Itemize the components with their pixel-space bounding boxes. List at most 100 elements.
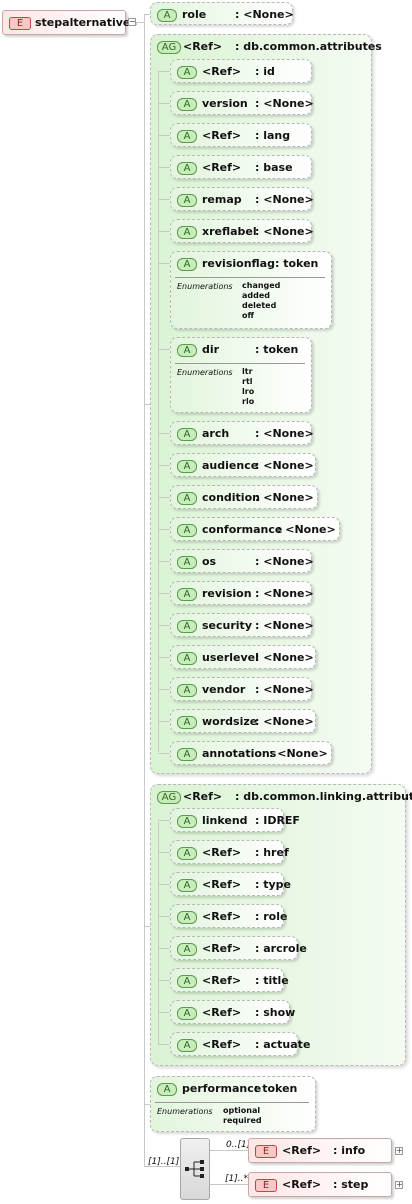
connector [158,167,170,168]
attribute-name: wordsize [202,715,258,728]
sequence-cardinality: [1]..[1] [148,1157,180,1167]
connector [210,1184,248,1185]
attribute-type: : <None> [255,715,314,728]
connector [144,14,154,15]
element-name: <Ref> [282,1178,322,1191]
element-icon: E [255,1179,277,1192]
element-icon: E [9,17,31,30]
attribute-type: : IDREF [255,814,300,827]
attribute-name: <Ref> [202,974,242,987]
attribute-icon: A [177,847,197,860]
attribute-role[interactable]: A role : <None> [150,2,294,25]
attribute-item[interactable]: A<Ref>: type [170,872,291,896]
attribute-type: : <None> [255,193,314,206]
divider [175,277,325,278]
element-step[interactable]: E <Ref> : step [248,1172,392,1197]
child-cardinality: [1]..* [225,1174,248,1184]
attribute-icon: A [177,226,197,239]
group-connector [158,822,159,1044]
root-element[interactable]: E stepalternatives [2,10,137,35]
attribute-type: : actuate [255,1038,311,1051]
connector [158,657,170,658]
attribute-type: : title [255,974,289,987]
attribute-type: : <None> [255,427,314,440]
attribute-name: <Ref> [202,878,242,891]
attribute-item[interactable]: A<Ref>: show [170,1000,295,1024]
attribute-name: remap [202,193,242,206]
collapse-toggle[interactable]: − [128,17,136,26]
expand-toggle-info[interactable]: + [395,1146,403,1155]
element-icon: E [255,1145,277,1158]
attribute-group-name: <Ref> [183,790,223,803]
connector [158,433,170,434]
attribute-icon: A [177,879,197,892]
attribute-type: : token [275,257,319,270]
connector [158,852,170,853]
attribute-type: : <None> [277,523,336,536]
element-info[interactable]: E <Ref> : info [248,1138,392,1163]
enumeration-values: changed added deleted off [242,281,281,320]
sequence-compositor[interactable] [180,1138,210,1200]
attribute-group-type: : db.common.attributes [235,40,382,53]
connector [158,1012,170,1013]
attribute-icon: A [177,344,197,357]
attribute-type: : <None> [255,651,314,664]
attribute-item[interactable]: A<Ref>: role [170,904,287,928]
attribute-name: <Ref> [202,65,242,78]
expand-toggle-step[interactable]: + [395,1180,403,1189]
attribute-item[interactable]: A<Ref>: lang [170,123,312,147]
connector [210,1150,248,1151]
attribute-icon: A [177,815,197,828]
attribute-type: : <None> [255,459,314,472]
connector [158,689,170,690]
attribute-icon: A [177,1007,197,1020]
connector [144,404,154,405]
attribute-name: dir [202,343,220,356]
attribute-item[interactable]: A<Ref>: base [170,155,312,179]
connector [144,1104,154,1105]
attribute-item[interactable]: A<Ref>: actuate [170,1032,310,1056]
attribute-item[interactable]: A<Ref>: href [170,840,289,864]
attribute-name: audience [202,459,259,472]
attribute-name: <Ref> [202,910,242,923]
child-cardinality: 0..[1] [226,1140,251,1150]
connector [158,71,170,72]
attribute-name: xreflabel [202,225,257,238]
connector [158,231,170,232]
connector-trunk [144,14,145,1166]
attribute-performance[interactable]: A performance : token Enumerations optio… [150,1076,316,1132]
attribute-group-name: <Ref> [183,40,223,53]
attribute-icon: A [157,1083,177,1096]
attribute-name: version [202,97,248,110]
attribute-item[interactable]: A<Ref>: title [170,968,289,992]
attribute-type: : <None> [255,97,314,110]
attribute-item[interactable]: A<Ref>: id [170,59,312,83]
connector [158,263,170,264]
attribute-type: : <None> [255,555,314,568]
attribute-name: role [182,8,207,21]
connector [158,980,170,981]
enumeration-values: optional required [223,1106,262,1125]
attribute-type: : show [255,1006,296,1019]
connector [158,349,170,350]
attribute-icon: A [177,98,197,111]
attribute-item[interactable]: A<Ref>: arcrole [170,936,307,960]
attribute-type: : id [255,65,275,78]
